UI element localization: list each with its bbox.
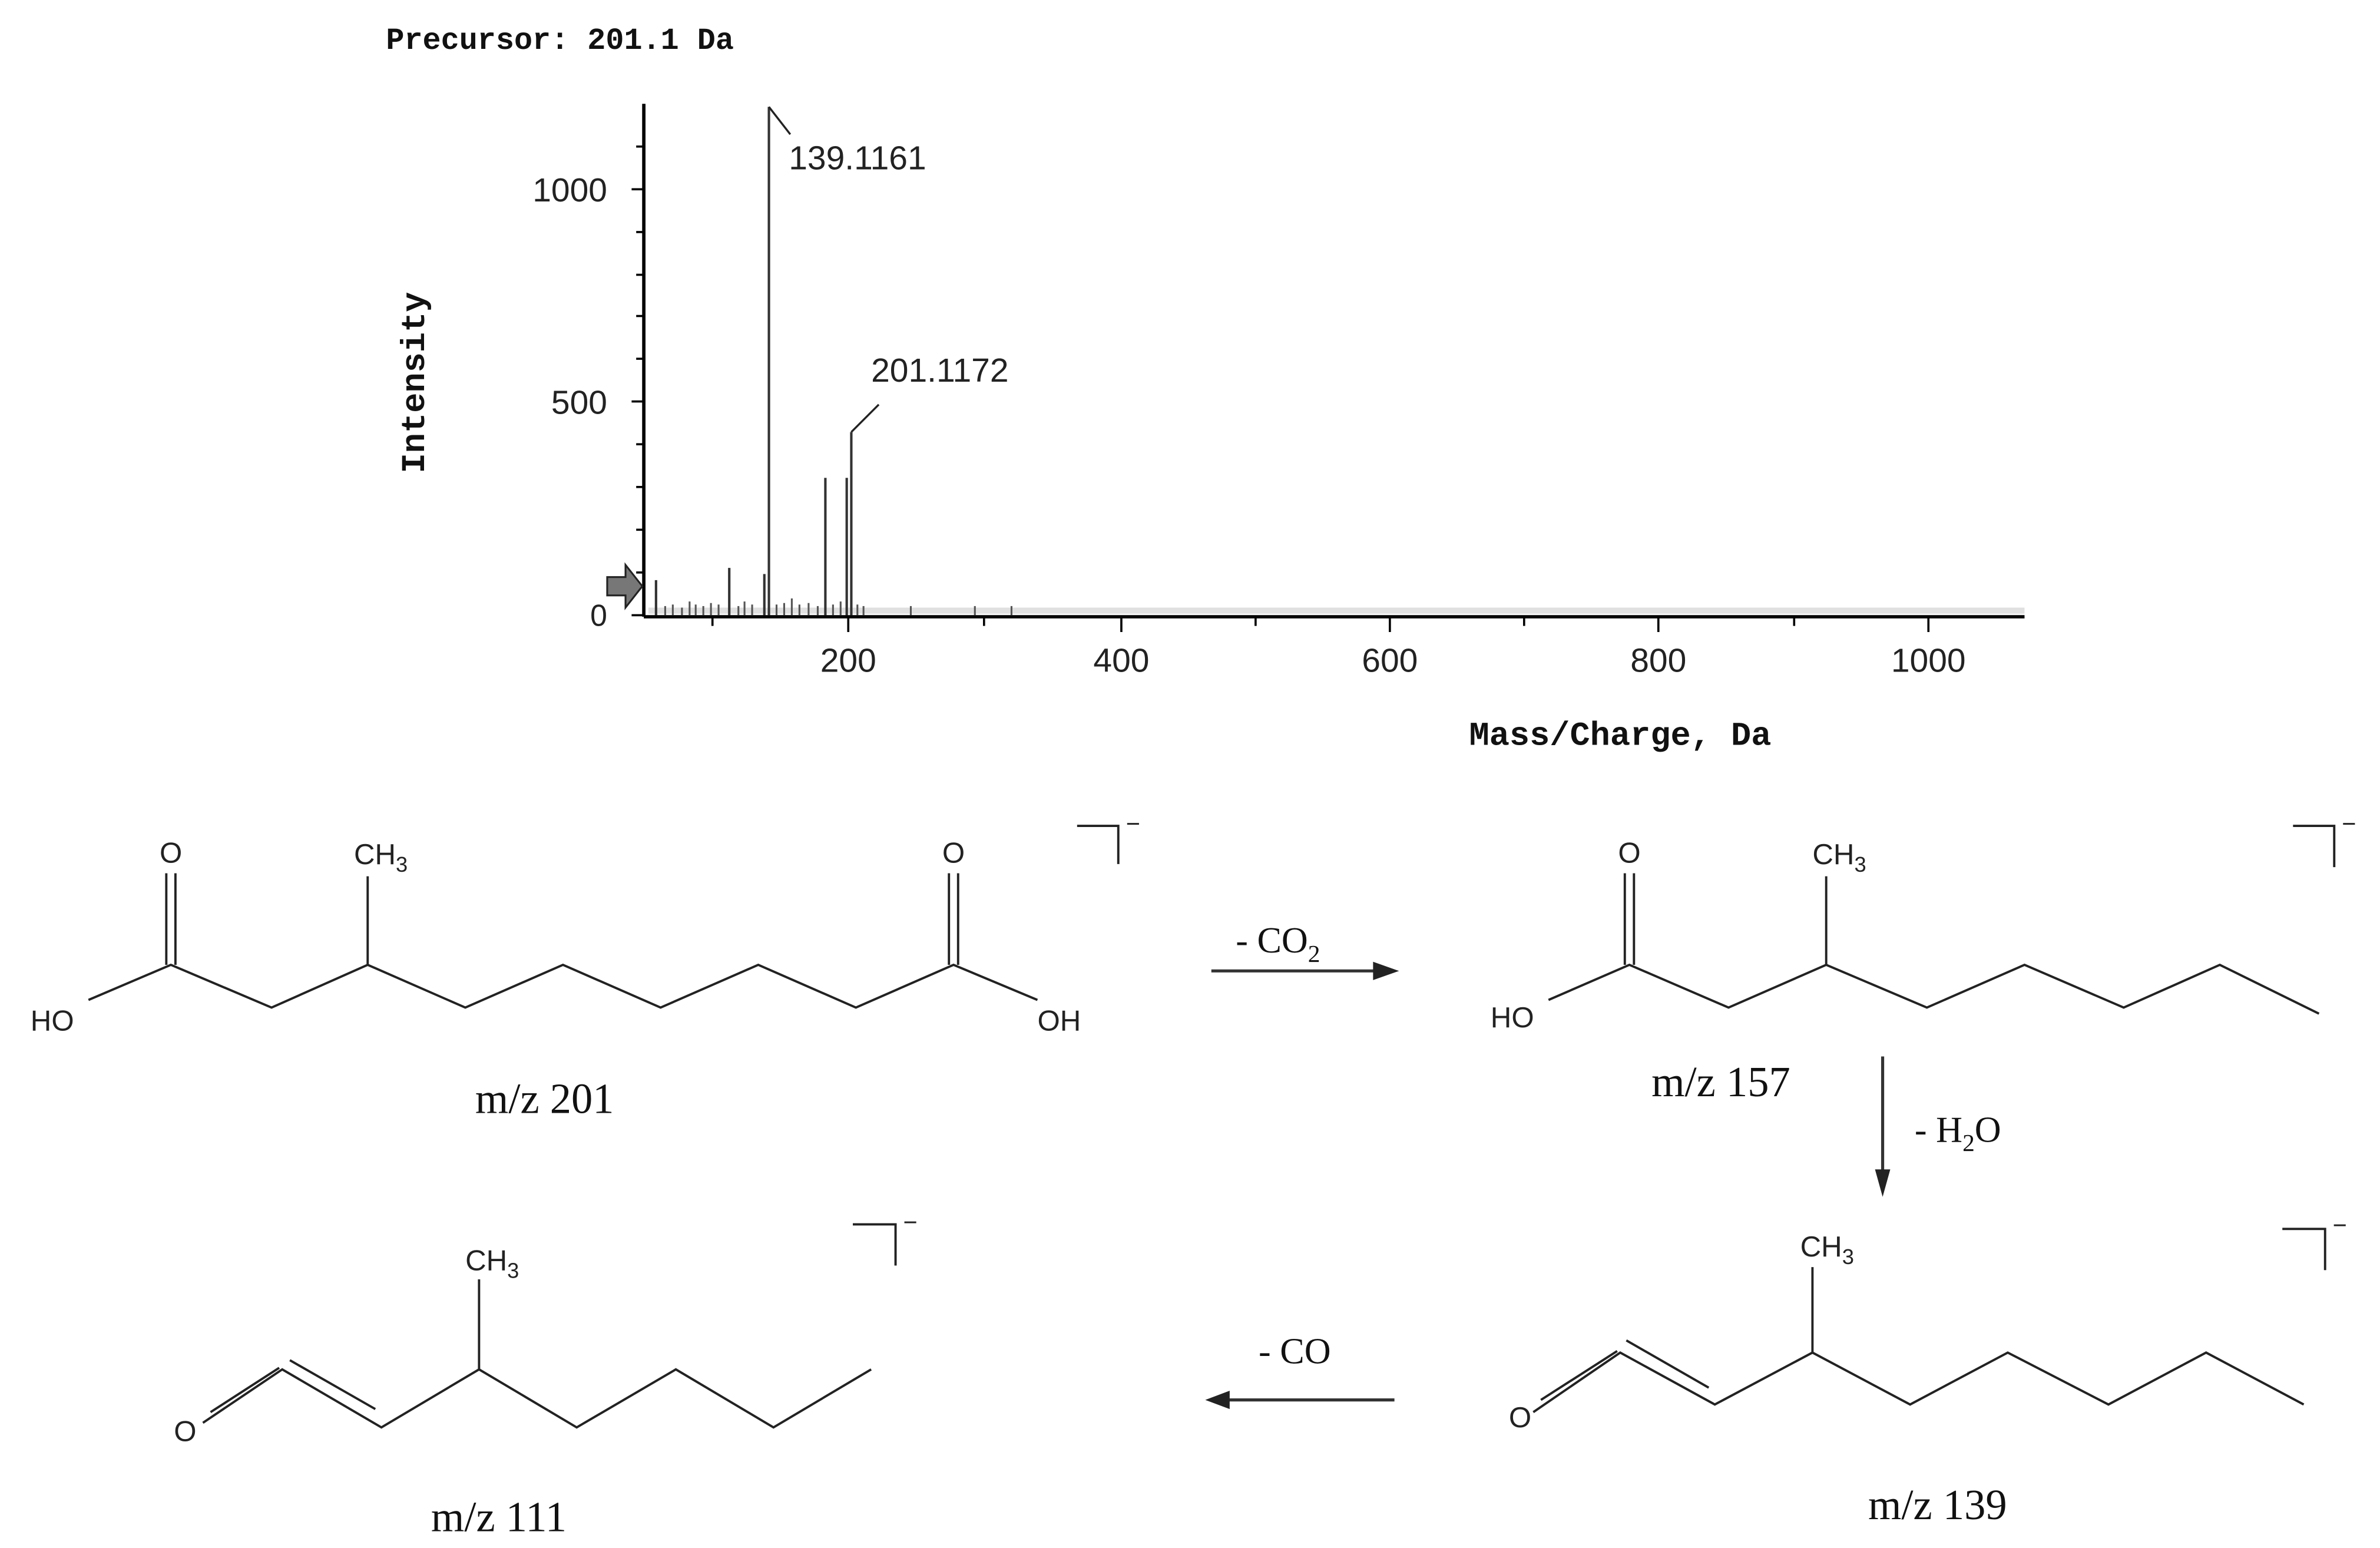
atom-HO: HO bbox=[1491, 1001, 1534, 1034]
precursor-label: Precursor: 201.1 Da bbox=[386, 24, 734, 58]
peak-201-leader bbox=[850, 403, 880, 433]
arrow-down-icon bbox=[1875, 1169, 1891, 1197]
x-tick-label-1000: 1000 bbox=[1891, 641, 1966, 679]
atom-CH3: CH3 bbox=[1812, 838, 1866, 876]
ms-spectrum-chart: Precursor: 201.1 Da Intensity 0 500 1000 bbox=[386, 24, 2025, 756]
y-axis-label: Intensity bbox=[397, 292, 435, 473]
atom-O-right: O bbox=[942, 836, 965, 869]
atom-O: O bbox=[174, 1415, 196, 1448]
noise-peaks bbox=[664, 598, 1012, 616]
charge-bracket bbox=[1077, 825, 1120, 864]
charge-bracket bbox=[2282, 1228, 2326, 1271]
fragmentation-scheme: O CH3 O HO OH − m/z 201 - CO2 O CH3 HO − bbox=[31, 809, 2356, 1540]
molecule-m201: O CH3 O HO OH − m/z 201 bbox=[31, 809, 1140, 1122]
x-tick-label-200: 200 bbox=[820, 641, 876, 679]
step-loss-co2: - CO2 bbox=[1211, 921, 1399, 980]
atom-CH3: CH3 bbox=[354, 838, 408, 876]
atom-HO: HO bbox=[31, 1004, 74, 1037]
y-tick-label-0: 0 bbox=[590, 598, 607, 633]
peak-139-annotation: 139.1161 bbox=[789, 140, 926, 177]
x-tick-label-800: 800 bbox=[1630, 641, 1686, 679]
arrow-left-icon bbox=[1205, 1391, 1230, 1410]
y-tick-label-500: 500 bbox=[551, 383, 607, 421]
step-loss-co: - CO bbox=[1205, 1331, 1395, 1410]
atom-O-left: O bbox=[160, 836, 182, 869]
loss-co-label: - CO bbox=[1259, 1331, 1331, 1371]
atom-CH3: CH3 bbox=[465, 1244, 519, 1282]
molecule-m157: O CH3 HO − m/z 157 bbox=[1491, 809, 2356, 1105]
mz-label-139: m/z 139 bbox=[1868, 1481, 2007, 1529]
baseline-shadow bbox=[648, 607, 2025, 614]
threshold-arrow-icon[interactable] bbox=[606, 562, 644, 610]
mz-label-157: m/z 157 bbox=[1651, 1058, 1790, 1106]
arrow-right-icon bbox=[1373, 961, 1399, 980]
loss-co2-label: - CO2 bbox=[1236, 921, 1320, 967]
charge-sign: − bbox=[903, 1208, 918, 1236]
molecule-m139: CH3 O − m/z 139 bbox=[1509, 1211, 2347, 1529]
step-loss-h2o: - H2O bbox=[1875, 1056, 2001, 1197]
x-axis-ticks bbox=[711, 617, 1930, 632]
charge-sign: − bbox=[2342, 809, 2356, 837]
molecule-m111: CH3 O − m/z 111 bbox=[174, 1208, 917, 1541]
charge-bracket bbox=[2293, 825, 2336, 868]
atom-CH3: CH3 bbox=[1800, 1231, 1854, 1269]
peak-201-annotation: 201.1172 bbox=[871, 352, 1008, 389]
atom-OH: OH bbox=[1037, 1004, 1081, 1037]
loss-h2o-label: - H2O bbox=[1915, 1110, 2001, 1157]
y-axis-ticks bbox=[631, 145, 644, 617]
mz-label-201: m/z 201 bbox=[475, 1074, 614, 1122]
x-tick-label-400: 400 bbox=[1093, 641, 1149, 679]
charge-sign: − bbox=[2333, 1211, 2347, 1239]
mz-label-111: m/z 111 bbox=[431, 1493, 567, 1540]
peak-139-leader bbox=[768, 106, 792, 135]
charge-sign: − bbox=[1126, 809, 1140, 837]
x-tick-label-600: 600 bbox=[1362, 641, 1418, 679]
atom-O: O bbox=[1509, 1401, 1531, 1434]
atom-O: O bbox=[1618, 836, 1640, 869]
x-axis-label: Mass/Charge, Da bbox=[1469, 718, 1772, 756]
charge-bracket bbox=[853, 1223, 897, 1266]
y-tick-label-1000: 1000 bbox=[532, 171, 607, 209]
